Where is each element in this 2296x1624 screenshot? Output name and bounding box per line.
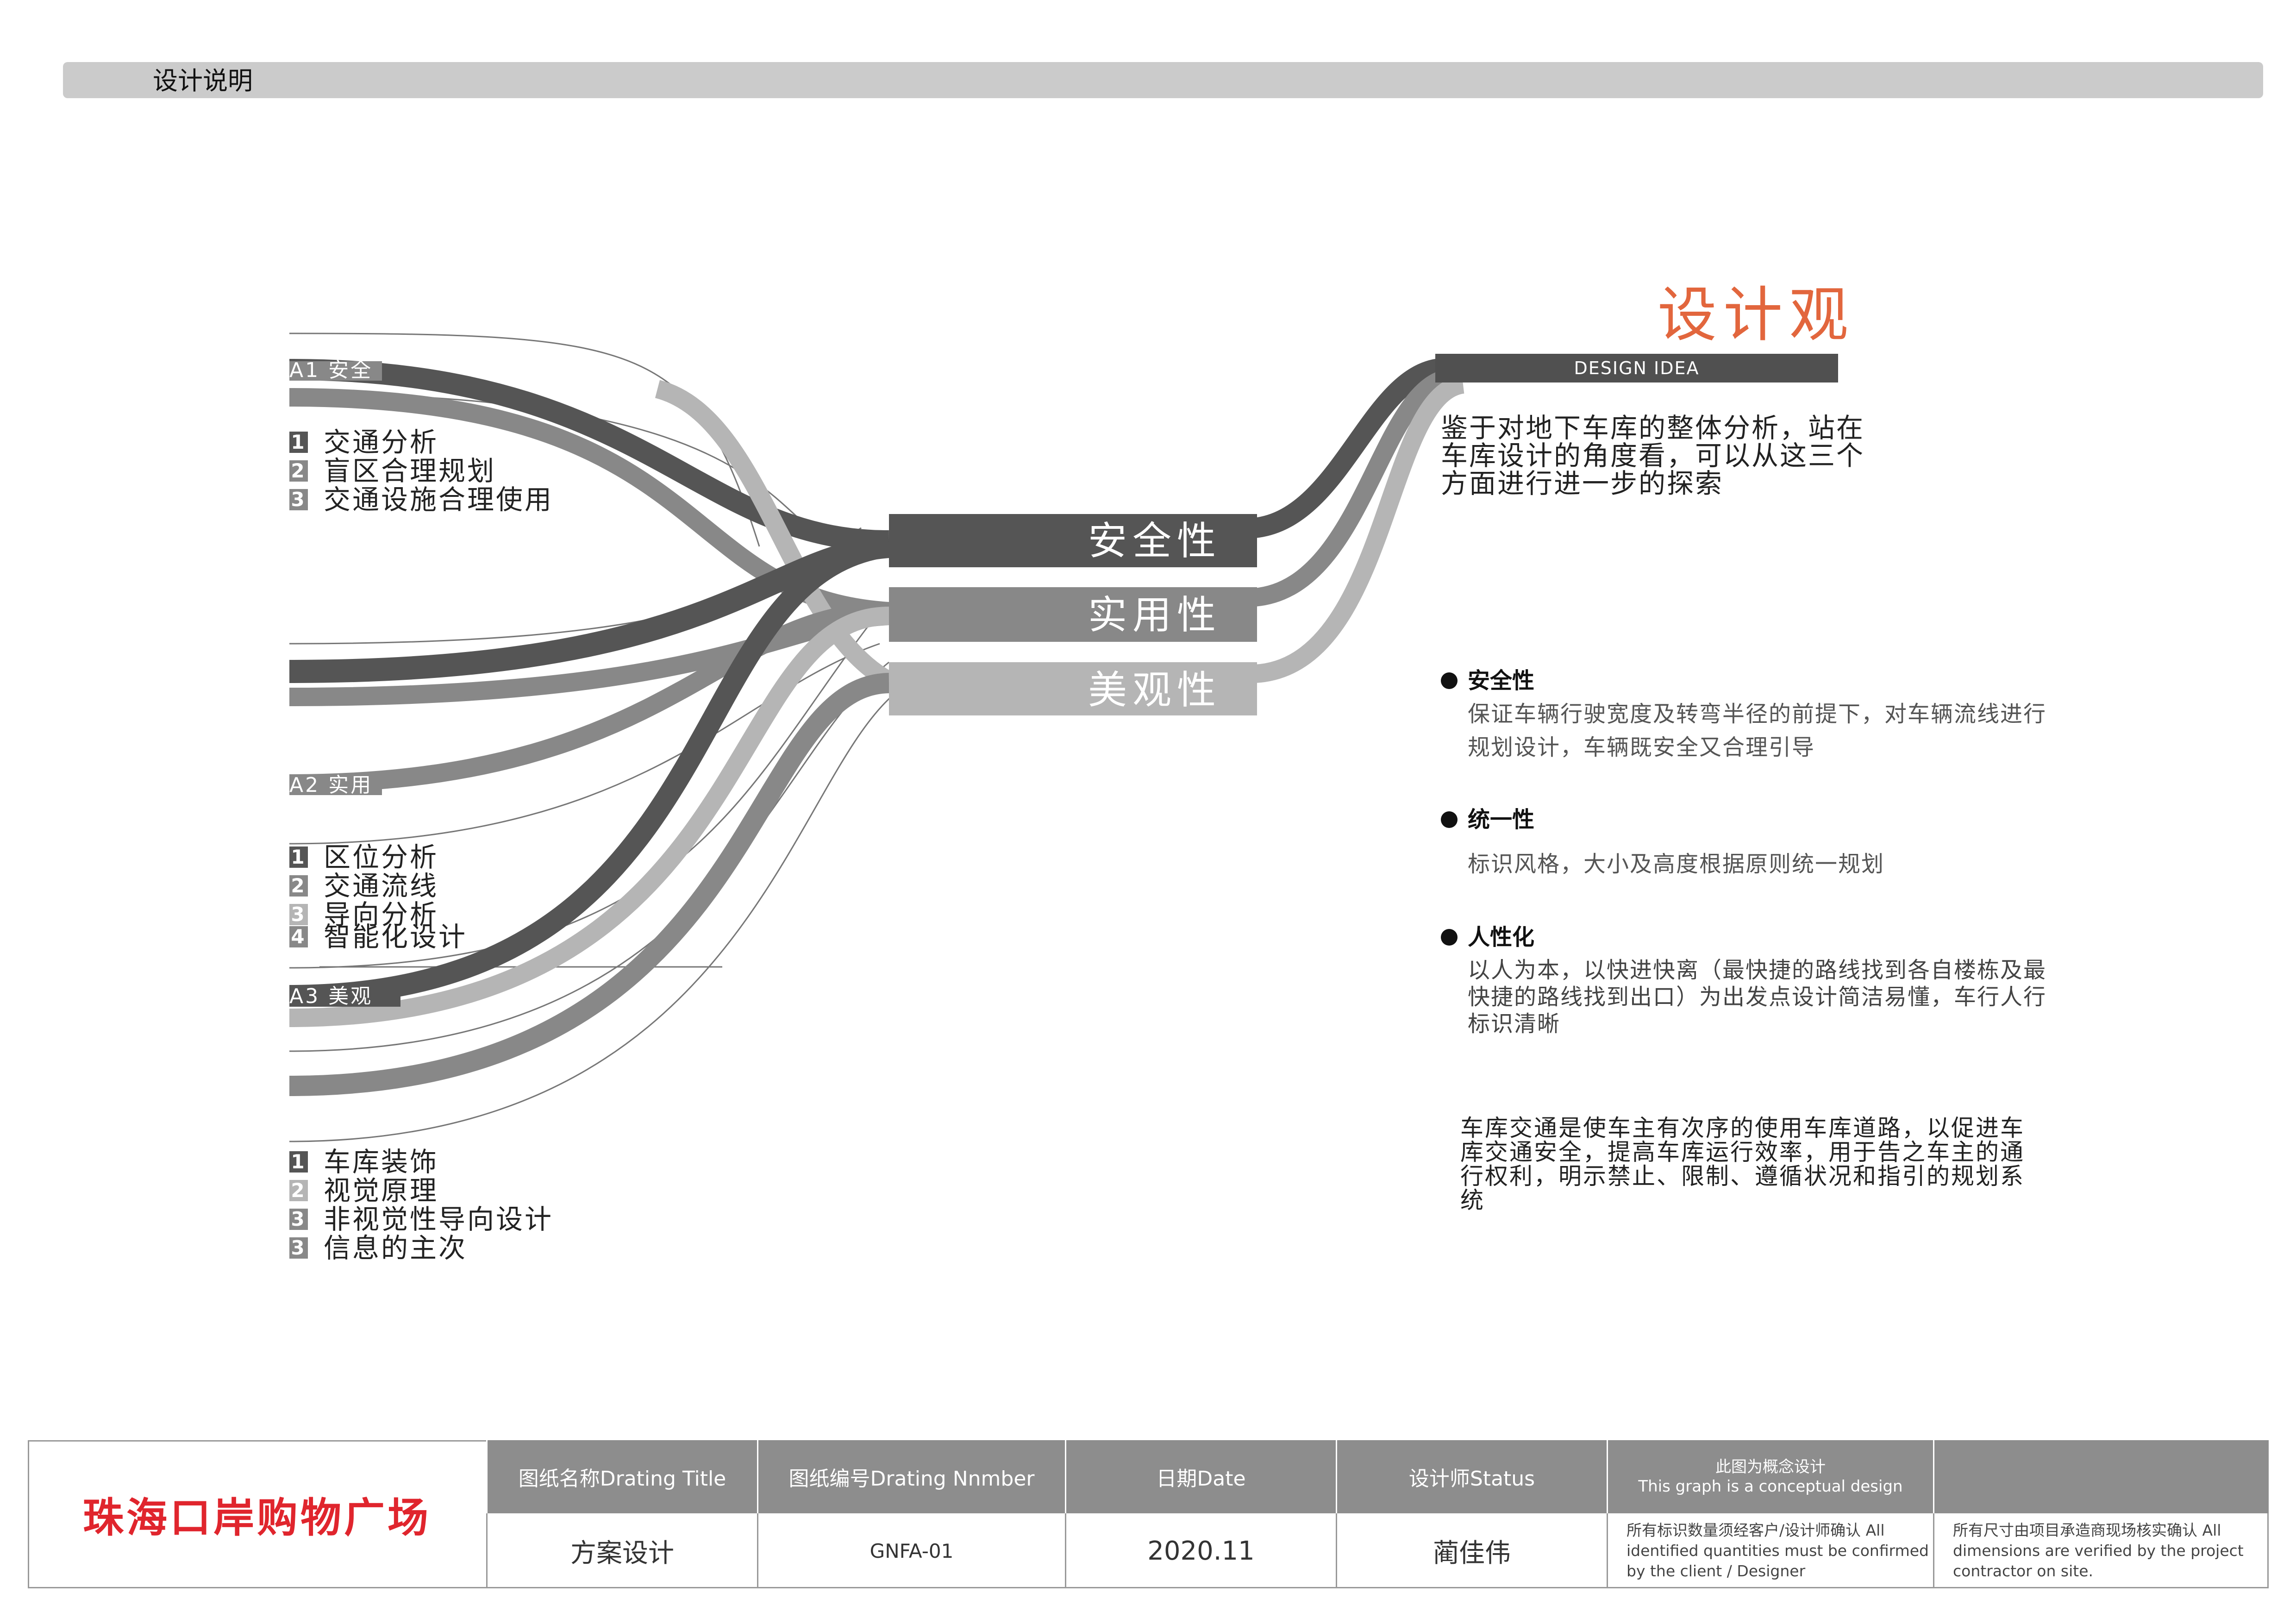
number-badge: 2: [289, 460, 308, 482]
principle-humanized: 人性化 以人为本，以快进快离（最快捷的路线找到各自楼栋及最快捷的路线找到出口）为…: [1441, 923, 2066, 1037]
number-badge: 4: [289, 926, 308, 947]
principle-body: 标识风格，大小及高度根据原则统一规划: [1468, 851, 1885, 877]
list-item-text: 智能化设计: [324, 921, 468, 953]
section-bar-a1: [289, 361, 382, 381]
list-item-text: 信息的主次: [324, 1232, 468, 1264]
principle-title: 安全性: [1468, 668, 1535, 694]
section-bar-a3: [289, 986, 400, 1007]
list-item-text: 视觉原理: [324, 1175, 439, 1206]
bullet-icon: [1441, 672, 1458, 689]
number-badge: 2: [289, 1180, 308, 1201]
drawing-number-value: GNFA-01: [757, 1513, 1065, 1588]
list-item: 3 导向分析: [289, 900, 467, 929]
principle-unity: 统一性 标识风格，大小及高度根据原则统一规划: [1441, 806, 2057, 881]
date-value: 2020.11: [1065, 1513, 1336, 1588]
concept-note-cn: 此图为概念设计: [1715, 1458, 1826, 1476]
number-badge: 3: [289, 904, 308, 925]
principle-safety: 安全性 保证车辆行驶宽度及转弯半径的前提下，对车辆流线进行规划设计，车辆既安全又…: [1441, 667, 2057, 764]
closing-paragraph: 车库交通是使车主有次序的使用车库道路，以促进车库交通安全，提高车库运行效率，用于…: [1460, 1115, 2025, 1214]
concept-note-en: This graph is a conceptual design: [1638, 1477, 1903, 1496]
concept-note-header: 此图为概念设计 This graph is a conceptual desig…: [1607, 1440, 1933, 1513]
list-item: 2 盲区合理规划: [289, 457, 553, 485]
list-item: 3 信息的主次: [289, 1234, 553, 1262]
list-item-text: 非视觉性导向设计: [324, 1204, 554, 1235]
list-item: 3 交通设施合理使用: [289, 485, 553, 514]
right-flow-bands: [1253, 358, 1465, 683]
principle-body: 保证车辆行驶宽度及转弯半径的前提下，对车辆流线进行规划设计，车辆既安全又合理引导: [1468, 701, 2047, 760]
list-item: 1 车库装饰: [289, 1147, 553, 1176]
list-item-text: 交通设施合理使用: [324, 484, 554, 515]
bullet-icon: [1441, 929, 1458, 946]
drawing-title-value: 方案设计: [486, 1513, 757, 1588]
blank-header: [1933, 1440, 2269, 1513]
list-item: 4 智能化设计: [289, 922, 467, 951]
list-item-text: 区位分析: [324, 841, 439, 873]
list-item-text: 交通分析: [324, 426, 439, 458]
design-idea-bar: [1435, 354, 1838, 382]
list-item: 1 交通分析: [289, 428, 553, 457]
drawing-title-header: 图纸名称Drating Title: [486, 1440, 757, 1513]
date-header: 日期Date: [1065, 1440, 1336, 1513]
design-idea-subtitle: DESIGN IDEA: [1574, 358, 1700, 378]
number-badge: 1: [289, 1151, 308, 1173]
section-bar-a2: [289, 776, 382, 795]
category-bar-aesthetic: [889, 662, 1257, 715]
list-item: 2 交通流线: [289, 872, 467, 900]
dimension-confirm-note: 所有尺寸由项目承造商现场核实确认 All dimensions are veri…: [1933, 1513, 2269, 1588]
section-list-a2: 1 区位分析 2 交通流线 3 导向分析 4 智能化设计: [289, 843, 467, 951]
number-badge: 1: [289, 846, 308, 868]
drawing-number-header: 图纸编号Drating Nnmber: [757, 1440, 1065, 1513]
header-bar: [63, 62, 2263, 98]
category-label-safety: 安全性: [1088, 518, 1222, 564]
category-bar-practical: [889, 587, 1257, 642]
designer-value: 蔺佳伟: [1336, 1513, 1607, 1588]
project-name: 珠海口岸购物广场: [82, 1493, 431, 1542]
number-badge: 1: [289, 432, 308, 453]
list-item-text: 车库装饰: [324, 1146, 439, 1178]
principle-title: 统一性: [1468, 807, 1535, 833]
category-label-aesthetic: 美观性: [1088, 667, 1222, 713]
list-item: 2 视觉原理: [289, 1176, 553, 1205]
number-badge: 3: [289, 1209, 308, 1230]
list-item: 3 非视觉性导向设计: [289, 1205, 553, 1234]
section-list-a3: 1 车库装饰 2 视觉原理 3 非视觉性导向设计 3 信息的主次: [289, 1147, 553, 1262]
list-item-text: 交通流线: [324, 870, 439, 902]
designer-header: 设计师Status: [1336, 1440, 1607, 1513]
section-label-a1: A1 安全: [289, 358, 373, 382]
category-bar-safety: [889, 514, 1257, 567]
category-label-practical: 实用性: [1088, 592, 1222, 638]
principle-body: 以人为本，以快进快离（最快捷的路线找到各自楼栋及最快捷的路线找到出口）为出发点设…: [1468, 957, 2047, 1037]
number-badge: 3: [289, 1237, 308, 1259]
page-title: 设计说明: [153, 66, 253, 95]
section-list-a1: 1 交通分析 2 盲区合理规划 3 交通设施合理使用: [289, 428, 553, 514]
design-idea-intro: 鉴于对地下车库的整体分析，站在车库设计的角度看，可以从这三个方面进行进一步的探索: [1441, 412, 1865, 499]
design-idea-title: 设计观: [1658, 281, 1855, 350]
bullet-icon: [1441, 811, 1458, 828]
principle-title: 人性化: [1468, 924, 1535, 950]
list-item-text: 导向分析: [324, 899, 439, 930]
number-badge: 3: [289, 489, 308, 510]
section-label-a2: A2 实用: [289, 773, 373, 797]
quantity-confirm-note: 所有标识数量须经客户/设计师确认 All identified quantiti…: [1607, 1513, 1933, 1588]
number-badge: 2: [289, 875, 308, 897]
left-flow-bands: [289, 359, 894, 1096]
section-label-a3: A3 美观: [289, 984, 373, 1008]
list-item: 1 区位分析: [289, 843, 467, 872]
list-item-text: 盲区合理规划: [324, 455, 496, 487]
